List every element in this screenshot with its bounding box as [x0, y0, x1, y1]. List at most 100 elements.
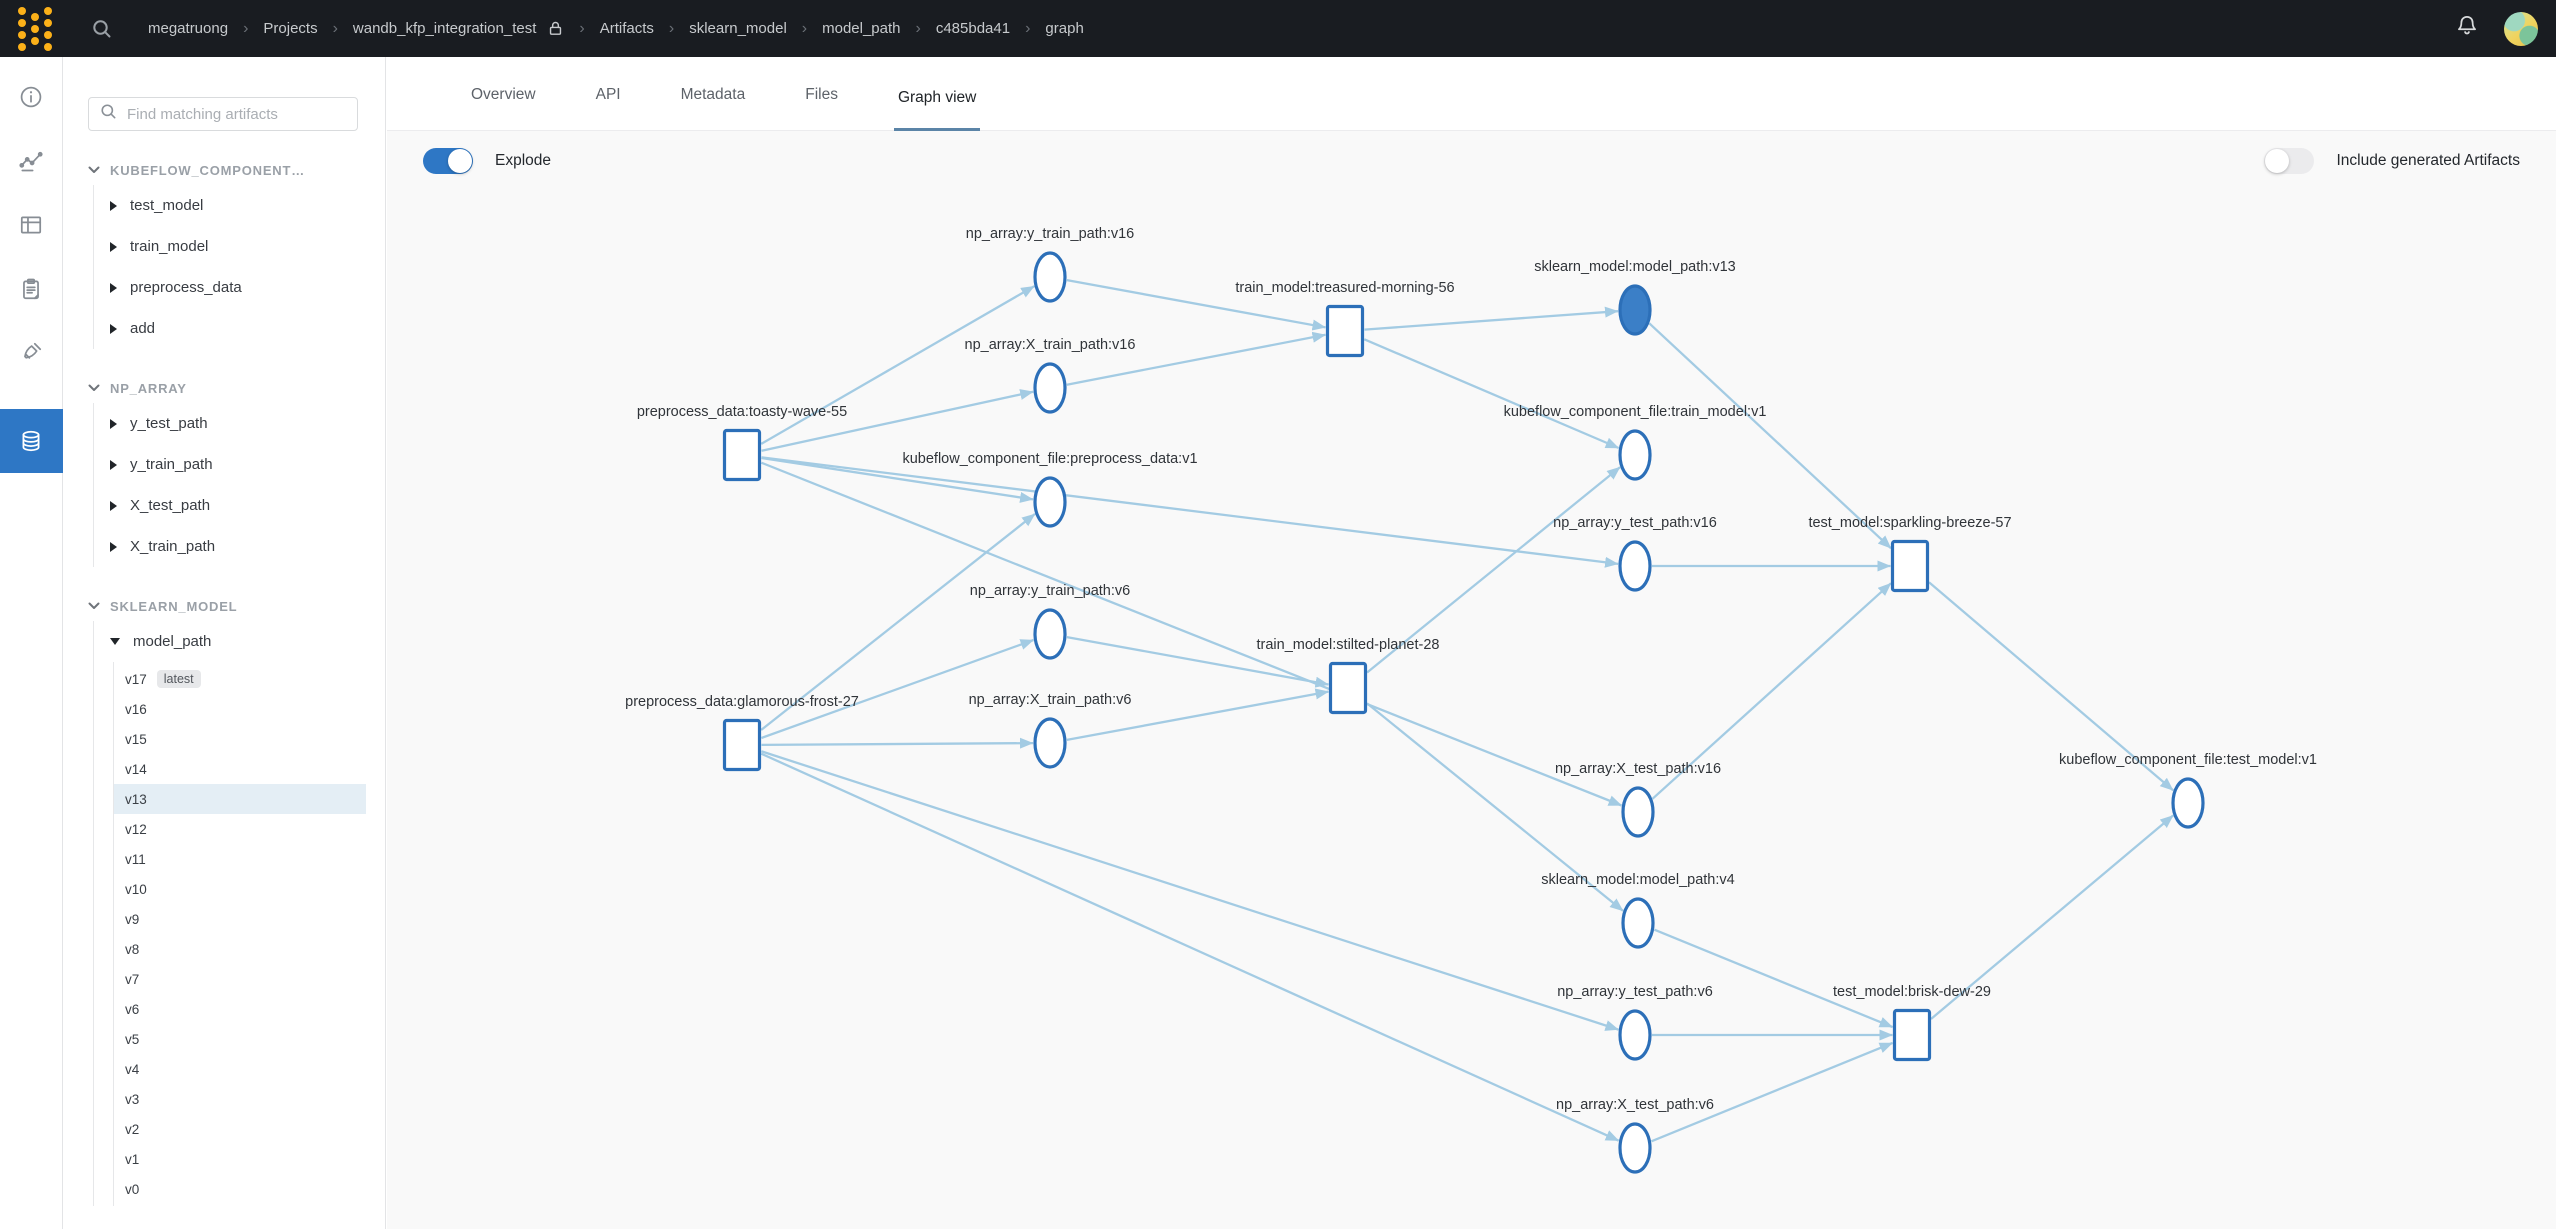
graph-node-X_train_6[interactable]: [1033, 717, 1067, 769]
graph-node-X_test_16[interactable]: [1621, 786, 1655, 838]
sidebar-item-X_train_path[interactable]: X_train_path: [94, 526, 385, 567]
tab-api[interactable]: API: [595, 86, 621, 103]
version-item-v14[interactable]: v14: [114, 754, 385, 784]
edge-glamorous-to-X_train_6: [761, 737, 1034, 749]
sidebar-item-model_path[interactable]: model_path: [94, 621, 385, 662]
version-label: v3: [125, 1091, 140, 1107]
tab-graph-view[interactable]: Graph view: [893, 89, 981, 131]
graph-node-toasty[interactable]: [722, 428, 762, 482]
artifact-search-box: [88, 97, 358, 131]
chevron-collapsed-icon: [110, 282, 117, 293]
breadcrumb-item[interactable]: Artifacts: [599, 20, 654, 37]
version-item-v15[interactable]: v15: [114, 724, 385, 754]
graph-node-X_test_6[interactable]: [1618, 1122, 1652, 1174]
search-input[interactable]: [127, 105, 347, 123]
charts-icon: [19, 151, 43, 172]
edge-mp4-to-brisk: [1653, 928, 1894, 1029]
sidebar-item-add[interactable]: add: [94, 308, 385, 349]
version-item-v3[interactable]: v3: [114, 1084, 385, 1114]
sidebar-item-y_train_path[interactable]: y_train_path: [94, 444, 385, 485]
rail-item-sweeps[interactable]: [0, 321, 63, 385]
bell-icon[interactable]: [2454, 13, 2480, 44]
graph-node-y_train_16[interactable]: [1033, 251, 1067, 303]
explode-toggle[interactable]: [423, 148, 473, 174]
edge-stilted-to-mp4: [1366, 702, 1624, 912]
version-item-v5[interactable]: v5: [114, 1024, 385, 1054]
chevron-down-icon: [88, 384, 100, 391]
tab-bar: Overview API Metadata Files Graph view: [387, 57, 2556, 131]
breadcrumb-item[interactable]: megatruong: [148, 20, 229, 37]
graph-node-brisk[interactable]: [1892, 1008, 1932, 1062]
sidebar-item-y_test_path[interactable]: y_test_path: [94, 403, 385, 444]
version-item-v6[interactable]: v6: [114, 994, 385, 1024]
breadcrumb-item[interactable]: graph: [1045, 20, 1084, 37]
breadcrumb-item[interactable]: wandb_kfp_integration_test: [352, 20, 537, 37]
graph-node-y_test_16[interactable]: [1618, 540, 1652, 592]
graph-node-sparkling[interactable]: [1890, 539, 1930, 593]
avatar[interactable]: [2504, 11, 2538, 46]
version-item-v0[interactable]: v0: [114, 1174, 385, 1204]
edge-sparkling-to-kcf_test: [1928, 581, 2174, 792]
graph-node-mp13[interactable]: [1618, 284, 1652, 336]
include-generated-toggle[interactable]: [2264, 148, 2315, 174]
toggle-knob: [2265, 149, 2290, 173]
sidebar-item-X_test_path[interactable]: X_test_path: [94, 485, 385, 526]
tab-files[interactable]: Files: [805, 86, 838, 103]
graph-node-stilted[interactable]: [1328, 661, 1368, 715]
edge-y_train_16-to-treasured: [1066, 278, 1326, 331]
left-icon-rail: [0, 57, 63, 1229]
graph-node-kcf_train[interactable]: [1618, 429, 1652, 481]
graph-node-label-mp13: sklearn_model:model_path:v13: [1534, 259, 1736, 275]
artifact-graph[interactable]: np_array:y_train_path:v16np_array:X_trai…: [387, 191, 2556, 1229]
section-header-np-array[interactable]: NP_ARRAY: [63, 377, 385, 399]
sidebar-item-train_model[interactable]: train_model: [94, 226, 385, 267]
graph-node-y_train_6[interactable]: [1033, 608, 1067, 660]
version-item-v8[interactable]: v8: [114, 934, 385, 964]
section-title: SKLEARN_MODEL: [110, 598, 238, 614]
artifacts-icon: [22, 430, 40, 452]
search-icon[interactable]: [90, 17, 114, 41]
version-item-v16[interactable]: v16: [114, 694, 385, 724]
version-item-v4[interactable]: v4: [114, 1054, 385, 1084]
version-item-v10[interactable]: v10: [114, 874, 385, 904]
version-item-v12[interactable]: v12: [114, 814, 385, 844]
graph-node-treasured[interactable]: [1325, 304, 1365, 358]
version-item-v11[interactable]: v11: [114, 844, 385, 874]
rail-item-charts[interactable]: [0, 129, 63, 193]
version-item-v9[interactable]: v9: [114, 904, 385, 934]
breadcrumb-item[interactable]: Projects: [263, 20, 318, 37]
sidebar-item-preprocess_data[interactable]: preprocess_data: [94, 267, 385, 308]
graph-node-kcf_test[interactable]: [2171, 777, 2205, 829]
info-icon: [20, 86, 42, 108]
sidebar-item-test_model[interactable]: test_model: [94, 185, 385, 226]
version-item-v13[interactable]: v13: [114, 784, 366, 814]
graph-node-glamorous[interactable]: [722, 718, 762, 772]
section-header-kubeflow-component-[interactable]: KUBEFLOW_COMPONENT…: [63, 159, 385, 181]
graph-node-kcf_pre[interactable]: [1033, 476, 1067, 528]
version-label: v5: [125, 1031, 140, 1047]
rail-item-info[interactable]: [0, 65, 63, 129]
rail-item-artifacts[interactable]: [0, 409, 63, 473]
graph-node-y_test_6[interactable]: [1618, 1009, 1652, 1061]
graph-node-label-X_train_16: np_array:X_train_path:v16: [965, 337, 1136, 353]
version-item-v7[interactable]: v7: [114, 964, 385, 994]
edge-toasty-to-X_test_16: [760, 461, 1623, 807]
wandb-logo-icon[interactable]: [18, 6, 52, 51]
tree-item-label: X_train_path: [130, 538, 216, 555]
graph-node-X_train_16[interactable]: [1033, 362, 1067, 414]
breadcrumb-item[interactable]: sklearn_model: [689, 20, 787, 37]
tab-metadata[interactable]: Metadata: [680, 86, 746, 103]
version-label: v2: [125, 1121, 140, 1137]
rail-item-reports[interactable]: [0, 257, 63, 321]
graph-node-mp4[interactable]: [1621, 897, 1655, 949]
tab-overview[interactable]: Overview: [471, 86, 536, 103]
breadcrumb-item[interactable]: model_path: [822, 20, 901, 37]
version-item-v2[interactable]: v2: [114, 1114, 385, 1144]
section-header-sklearn-model[interactable]: SKLEARN_MODEL: [63, 595, 385, 617]
breadcrumb-item[interactable]: c485bda41: [935, 20, 1011, 37]
rail-item-panels[interactable]: [0, 193, 63, 257]
version-item-v1[interactable]: v1: [114, 1144, 385, 1174]
